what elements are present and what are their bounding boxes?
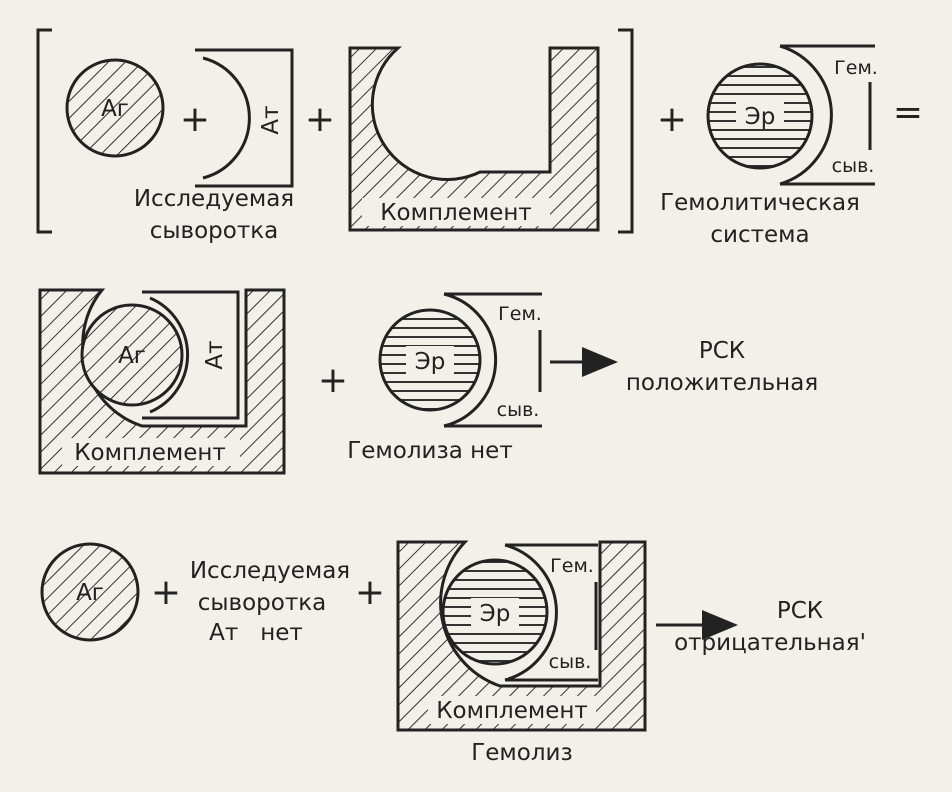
test-serum-label: Исследуемая bbox=[190, 558, 350, 584]
no-antibody-label: Ат нет bbox=[209, 620, 303, 646]
test-serum-label: сыворотка bbox=[150, 218, 279, 244]
antigen: Аг bbox=[40, 542, 140, 642]
test-serum-label: сыворотка bbox=[198, 590, 327, 616]
hemolysin-label: Гем. bbox=[834, 57, 878, 79]
hemolysis-label: Гемолиз bbox=[471, 740, 572, 766]
plus-sign: + bbox=[355, 572, 385, 613]
test-serum-label: Исследуемая bbox=[134, 186, 294, 212]
plus-sign: + bbox=[318, 360, 348, 401]
right-bracket bbox=[618, 28, 634, 234]
plus-sign: + bbox=[180, 99, 210, 140]
antibody: Ат bbox=[142, 290, 240, 420]
result-label: отрицательная' bbox=[674, 630, 866, 656]
antigen-label: Аг bbox=[101, 96, 129, 122]
complement-label: Комплемент bbox=[380, 200, 532, 226]
row2: Комплемент Аг Ат + Эр Гем. сыв. Гемолиза… bbox=[38, 288, 818, 475]
hemolysin-label: Гем. bbox=[550, 555, 594, 577]
left-bracket bbox=[36, 28, 52, 234]
complement: Комплемент bbox=[348, 46, 600, 232]
hemolytic-system-label: система bbox=[710, 222, 809, 248]
hemolysin-label: Гем. bbox=[498, 303, 542, 325]
serum-label: сыв. bbox=[497, 399, 540, 421]
antibody-label: Ат bbox=[258, 105, 284, 134]
antibody: Ат bbox=[195, 48, 294, 188]
antibody-label: Ат bbox=[202, 340, 228, 369]
antigen: Аг bbox=[80, 303, 184, 407]
complement: Комплемент bbox=[396, 540, 647, 732]
erythrocyte-label: Эр bbox=[415, 349, 446, 375]
antigen-label: Аг bbox=[118, 343, 146, 369]
result-label: РСК bbox=[699, 338, 745, 364]
erythrocyte-label: Эр bbox=[480, 601, 511, 627]
erythrocyte-label: Эр bbox=[745, 104, 776, 130]
row1: Аг + Ат + Исследуемая сыворотка Комплеме… bbox=[36, 28, 923, 248]
row3: Аг + Исследуемая сыворотка Ат нет + Комп… bbox=[40, 540, 866, 766]
plus-sign: + bbox=[305, 99, 335, 140]
hemolytic-system: Эр Гем. сыв. bbox=[706, 44, 878, 186]
antigen-label: Аг bbox=[76, 580, 104, 606]
hemolytic-system-label: Гемолитическая bbox=[660, 190, 860, 216]
complement-label: Комплемент bbox=[74, 440, 226, 466]
serum-label: сыв. bbox=[549, 651, 592, 673]
plus-sign: + bbox=[151, 572, 181, 613]
result-label: положительная bbox=[626, 370, 818, 396]
hemolytic-system: Эр Гем. сыв. bbox=[441, 543, 598, 682]
hemolytic-system: Эр Гем. сыв. bbox=[378, 292, 542, 428]
result-label: РСК bbox=[777, 598, 823, 624]
no-hemolysis-label: Гемолиза нет bbox=[347, 438, 512, 464]
plus-sign: + bbox=[657, 99, 687, 140]
complement-label: Комплемент bbox=[436, 698, 588, 724]
equals-sign: = bbox=[893, 92, 923, 133]
antigen: Аг bbox=[65, 58, 165, 158]
serum-label: сыв. bbox=[832, 155, 875, 177]
